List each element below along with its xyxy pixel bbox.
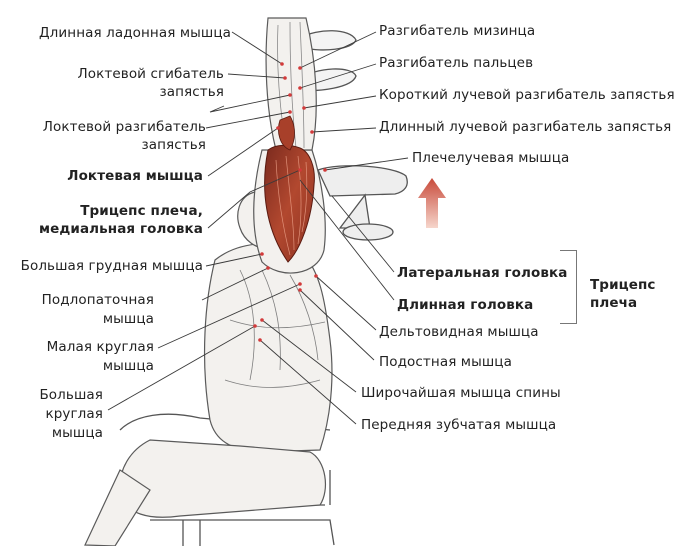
- label-triceps-medial-line2: медиальная головка: [39, 221, 203, 237]
- label-triceps-group-line1: Трицепс: [590, 277, 656, 293]
- label-triceps-medial-line1: Трицепс плеча,: [80, 203, 203, 219]
- label-extensor-carpi-ulnaris-line2: запястья: [141, 137, 206, 153]
- triceps-fibers: [275, 155, 308, 256]
- label-palmaris-longus: Длинная ладонная мышца: [39, 25, 231, 41]
- label-teres-minor-line2: мышца: [102, 358, 154, 374]
- label-brachioradialis: Плечелучевая мышца: [412, 150, 570, 166]
- label-serratus-anterior: Передняя зубчатая мышца: [361, 417, 557, 433]
- label-teres-major-line3: мышца: [51, 425, 103, 441]
- label-latissimus-dorsi: Широчайшая мышца спины: [361, 385, 561, 401]
- label-extensor-digitorum: Разгибатель пальцев: [379, 55, 534, 71]
- label-extensor-carpi-radialis-longus: Длинный лучевой разгибатель запястья: [379, 119, 672, 135]
- label-deltoid: Дельтовидная мышца: [379, 324, 539, 340]
- label-subscapularis-line2: мышца: [102, 311, 154, 327]
- label-extensor-carpi-radialis-brevis: Короткий лучевой разгибатель запястья: [379, 87, 675, 103]
- triceps-group-bracket: [560, 250, 577, 324]
- upward-arrow: [418, 178, 446, 228]
- label-triceps-long-head: Длинная головка: [397, 297, 534, 313]
- label-flexor-carpi-ulnaris-line1: Локтевой сгибатель: [77, 66, 224, 82]
- label-triceps-group-line2: плеча: [590, 295, 638, 311]
- label-subscapularis-line1: Подлопаточная: [41, 292, 154, 308]
- label-extensor-digiti-minimi: Разгибатель мизинца: [379, 23, 536, 39]
- label-triceps-lateral-head: Латеральная головка: [397, 265, 568, 281]
- label-flexor-carpi-ulnaris-line2: запястья: [159, 84, 224, 100]
- label-infraspinatus: Подостная мышца: [379, 354, 512, 370]
- leader-lines: [107, 31, 409, 425]
- anconeus-muscle: [278, 115, 295, 151]
- label-anconeus: Локтевая мышца: [67, 168, 203, 184]
- marker-dots: [253, 62, 327, 342]
- label-teres-major-line2: круглая: [45, 406, 103, 422]
- label-extensor-carpi-ulnaris-line1: Локтевой разгибатель: [42, 119, 206, 135]
- label-teres-minor-line1: Малая круглая: [46, 339, 154, 355]
- label-pectoralis-major: Большая грудная мышца: [20, 258, 203, 274]
- label-teres-major-line1: Большая: [39, 387, 103, 403]
